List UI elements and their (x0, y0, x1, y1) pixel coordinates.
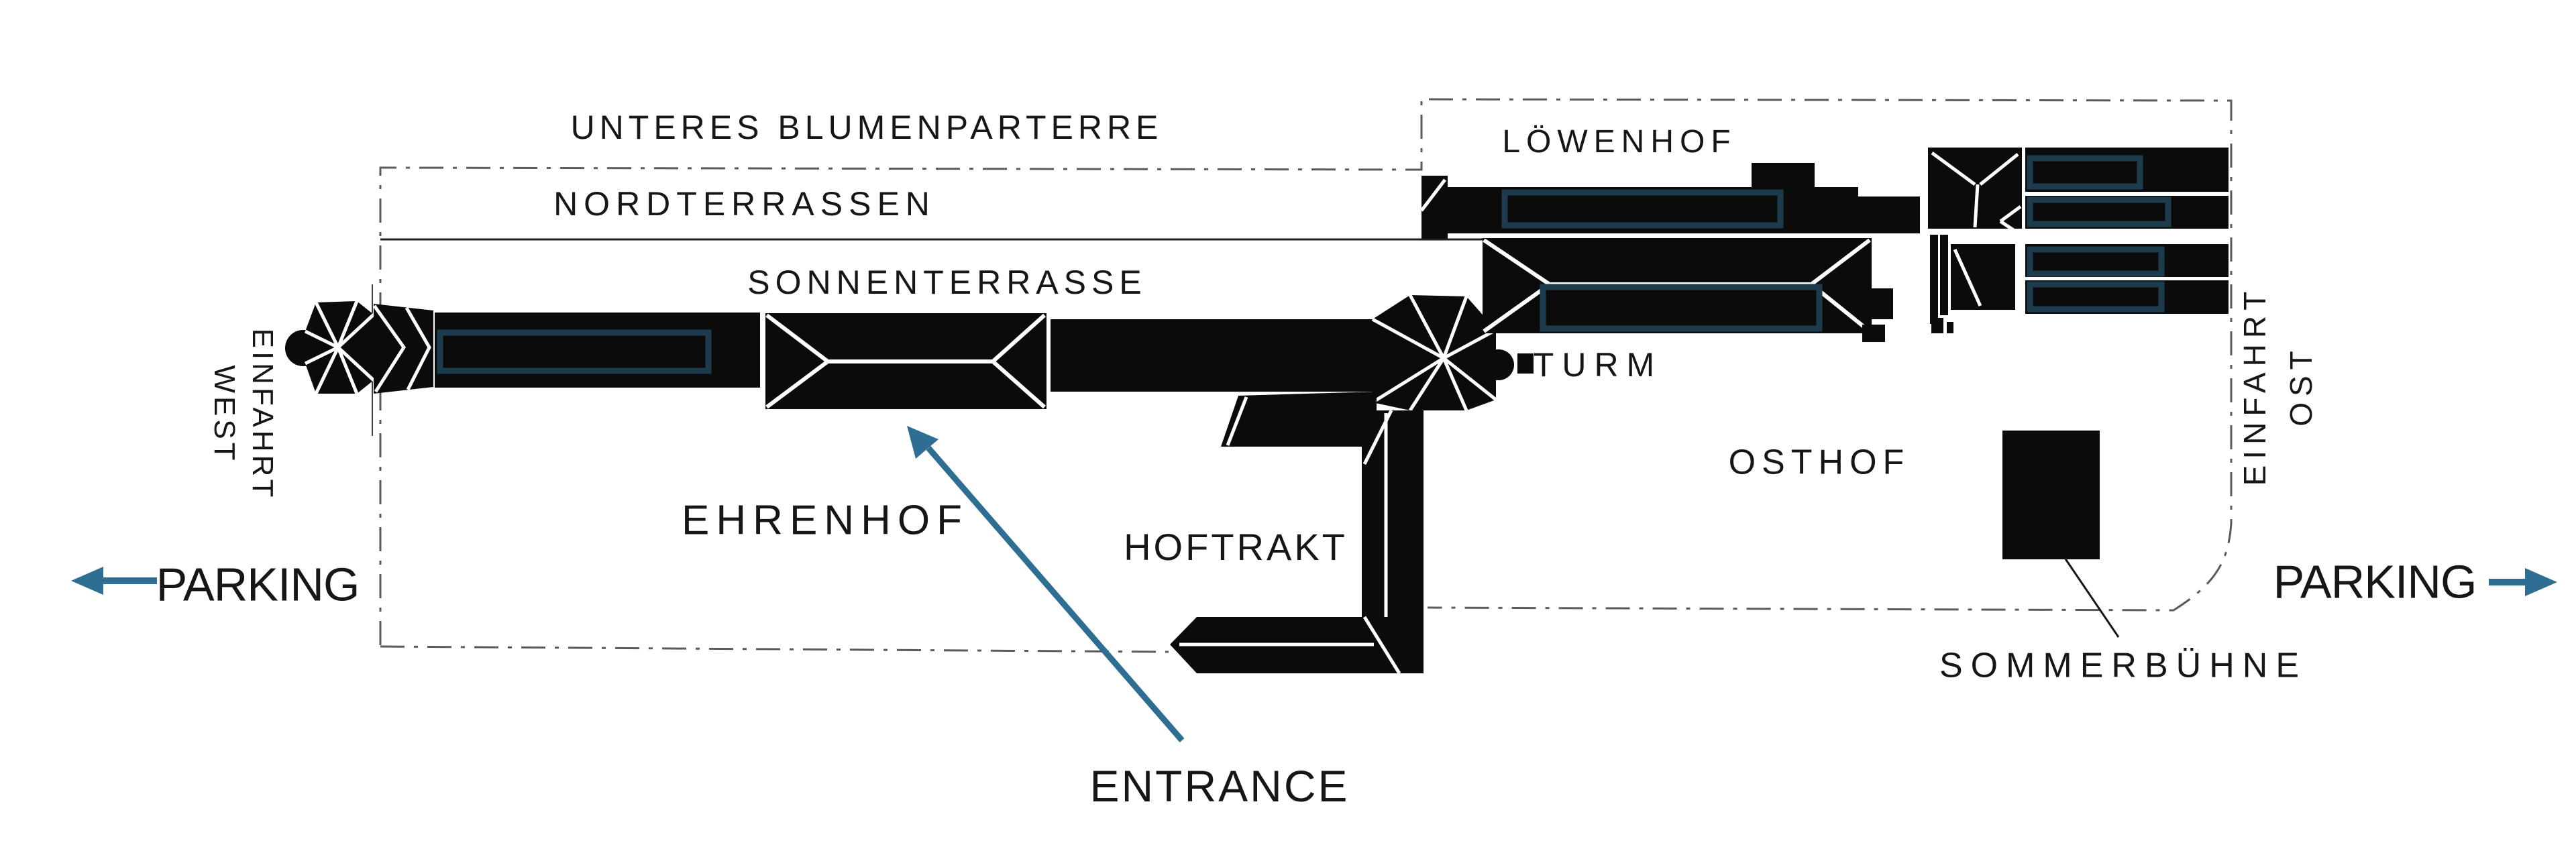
hoftrakt-north-ridge (1226, 396, 1248, 446)
area-label-sommerbuehne: SOMMERBÜHNE (1939, 646, 2308, 685)
area-label-unteres-blumenparterre: UNTERES BLUMENPARTERRE (570, 108, 1163, 146)
hoftrakt-south-ridge (1179, 616, 1401, 675)
building-loewenhof-bit-1 (1857, 288, 1893, 319)
courtyard-east-band-1 (2027, 155, 2143, 190)
courtyard-east-band-4 (2027, 281, 2165, 313)
east-pavilion-roof-ridges (1371, 294, 1497, 412)
boundary-outline (379, 98, 2233, 645)
entrance-arrow-icon (907, 426, 1185, 742)
area-label-osthof: OSTHOF (1728, 443, 1911, 482)
courtyard-loewenhof-north (1501, 189, 1784, 229)
building-east-square-south (1951, 244, 2015, 310)
einfahrt-ost-line1: EINFAHRT (2237, 285, 2272, 486)
sommerbuehne-leader-line (2063, 557, 2120, 638)
building-east-strip-1 (1930, 235, 1938, 324)
east-square-north-ridges (1931, 151, 2022, 237)
parking-label-west: PARKING (156, 558, 360, 611)
building-east-bit-1 (1931, 318, 1943, 333)
east-square-south-ridge (1953, 248, 1982, 307)
building-mid-range (1051, 319, 1377, 392)
area-label-ehrenhof: EHRENHOF (682, 497, 969, 544)
west-pavilion-roof-ridges (304, 300, 375, 395)
einfahrt-ost-label: EINFAHRT OST (2232, 286, 2324, 486)
area-label-nordterrassen: NORDTERRASSEN (553, 184, 936, 223)
building-loewenhof-annex (1752, 163, 1815, 188)
building-sommerbuehne (2002, 431, 2100, 559)
area-label-turm: TURM (1533, 345, 1663, 384)
building-loewenhof-north-ext (1858, 196, 1920, 233)
building-hoftrakt-north (1221, 392, 1377, 447)
courtyard-east-band-3 (2027, 246, 2165, 277)
building-east-strip-2 (1940, 235, 1948, 315)
einfahrt-west-line2: WEST (208, 365, 241, 464)
building-loewenhof-bit-2 (1862, 325, 1885, 342)
area-label-sonnenterrasse: SONNENTERRASSE (747, 263, 1147, 301)
entrance-label: ENTRANCE (1089, 760, 1350, 811)
parking-west-arrow-icon (71, 567, 157, 595)
courtyard-west-range (437, 329, 712, 374)
building-east-apse (1483, 349, 1514, 380)
einfahrt-west-label: EINFAHRT WEST (205, 329, 282, 501)
courtyard-loewenhof-south (1540, 284, 1823, 332)
loewenhof-west-ridge (1420, 178, 1446, 212)
sonnenterrasse-pavilion-ridges (765, 313, 1046, 409)
einfahrt-ost-line2: OST (2284, 345, 2318, 427)
loewenhof-south-ridges (1483, 238, 1871, 333)
parking-label-east: PARKING (2273, 555, 2477, 608)
boundary-south-west (380, 645, 1169, 653)
parking-east-arrow-icon (2489, 568, 2557, 596)
area-label-loewenhof: LÖWENHOF (1502, 124, 1737, 160)
area-label-hoftrakt: HOFTRAKT (1124, 526, 1348, 568)
courtyard-east-band-2 (2027, 196, 2171, 227)
building-east-bit-2 (1947, 322, 1953, 333)
west-chevron-ridges (372, 304, 431, 393)
building-turm (1517, 353, 1534, 374)
einfahrt-west-line1: EINFAHRT (246, 328, 280, 501)
